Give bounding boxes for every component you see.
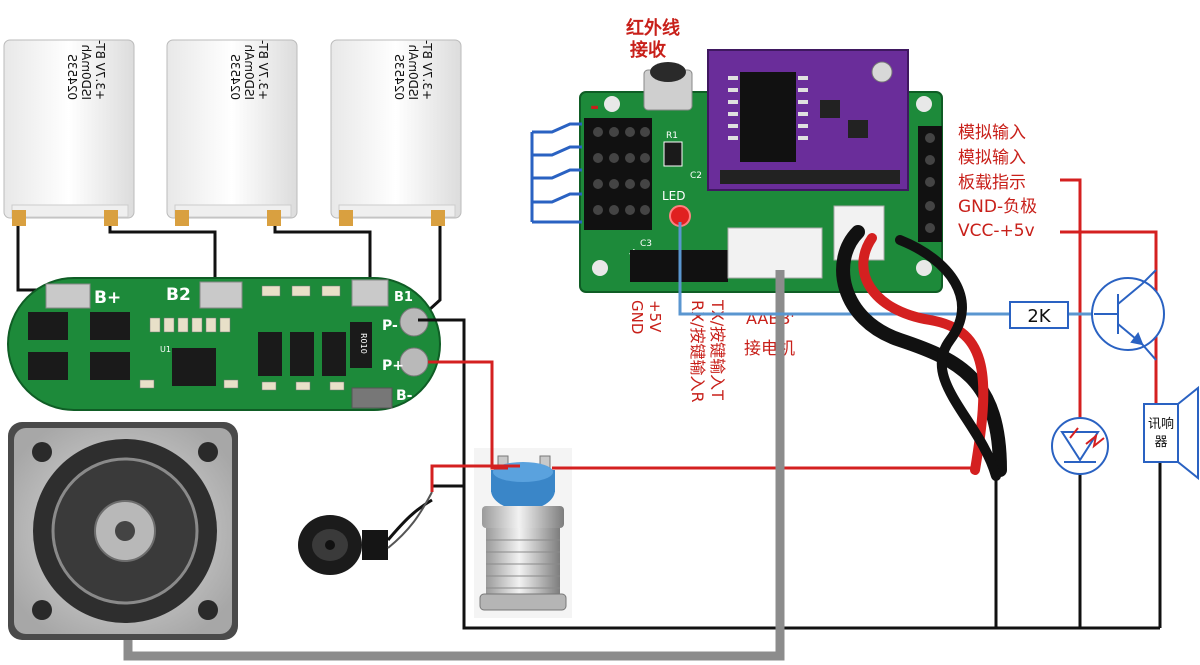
pin-label-group-1: GND	[628, 300, 646, 334]
bms-bminus-label: B-	[396, 388, 413, 404]
ir-label-line1: 红外线	[626, 17, 680, 39]
dc-power-jack	[298, 491, 433, 575]
bms-b2-label: B2	[166, 285, 191, 305]
right-pin-labels: 模拟输入 模拟输入 板载指示 GND-负极 VCC-+5v	[958, 123, 1037, 241]
battery-1-line3: +3.7V BT-	[93, 40, 107, 100]
battery-3-line1: 02453S	[392, 54, 406, 100]
bms-board: B+ B2 B1 U1 R010 P- P+	[7, 277, 441, 411]
controller-board: - + R1 C2 LED C3	[579, 49, 943, 293]
pin-label-gnd-negative: GND-负极	[958, 197, 1037, 217]
motor-wire	[123, 270, 785, 661]
battery-2: 02453S ISD0mAh +3.7V BT-	[166, 39, 298, 226]
resistor-2k: 2K	[1009, 301, 1069, 329]
transistor-symbol	[1091, 269, 1165, 361]
battery-3: 02453S ISD0mAh +3.7V BT-	[330, 39, 462, 226]
button-switch-symbols	[530, 122, 582, 224]
bms-u1-label: U1	[160, 345, 171, 354]
ir-receiver	[643, 62, 693, 111]
battery-2-line3: +3.7V BT-	[256, 40, 270, 100]
board-r1-label: R1	[666, 131, 678, 141]
board-c3-label: C3	[640, 239, 652, 249]
pin-label-rx: RX/按键输入R	[688, 300, 707, 403]
pin-label-onboard-indicator: 板载指示	[958, 173, 1026, 193]
buzzer-symbol: 讯响 器	[1143, 385, 1199, 481]
battery-1: 02453S ISD0mAh +3.7V BT-	[3, 39, 135, 226]
stepper-motor	[8, 422, 238, 640]
pin-label-analog-2: 模拟输入	[958, 148, 1026, 168]
battery-3-line3: +3.7V BT-	[420, 40, 434, 100]
pin-label-5v: +5V	[646, 300, 664, 333]
buzzer-label-line1: 讯响	[1148, 416, 1174, 432]
board-led-label: LED	[662, 189, 686, 203]
pin-label-vcc: VCC-+5v	[958, 221, 1035, 241]
pin-label-gnd: GND	[628, 300, 646, 334]
ir-label-line2: 接收	[630, 39, 666, 61]
bms-pminus-label: P-	[382, 318, 398, 334]
buzzer-label-line2: 器	[1154, 435, 1167, 450]
push-button-switch	[474, 448, 572, 618]
pin-label-tx: TX/按键输入T	[708, 299, 727, 400]
board-c2-label: C2	[690, 171, 702, 181]
bms-b1-label: B1	[394, 290, 413, 305]
board-minus-label: -	[590, 95, 599, 120]
battery-2-line1: 02453S	[228, 54, 242, 100]
pin-label-analog-1: 模拟输入	[958, 123, 1026, 143]
battery-1-line2: ISD0mAh	[79, 44, 93, 100]
resistor-label: 2K	[1027, 306, 1051, 327]
positive-wires	[428, 178, 1158, 492]
battery-1-line1: 02453S	[65, 54, 79, 100]
stepper-driver-module	[707, 49, 909, 191]
battery-2-line2: ISD0mAh	[242, 44, 256, 100]
motor-connect-label: 接电机	[744, 339, 795, 359]
power-cable	[836, 225, 1007, 481]
bms-pplus-label: P+	[382, 358, 404, 374]
led-symbol	[1051, 417, 1109, 475]
bms-r010-label: R010	[359, 333, 368, 354]
battery-3-line2: ISD0mAh	[406, 44, 420, 100]
motor-pins-label: AABB'	[746, 309, 795, 328]
bms-bplus-label: B+	[94, 288, 121, 308]
ground-wires	[418, 318, 1162, 630]
